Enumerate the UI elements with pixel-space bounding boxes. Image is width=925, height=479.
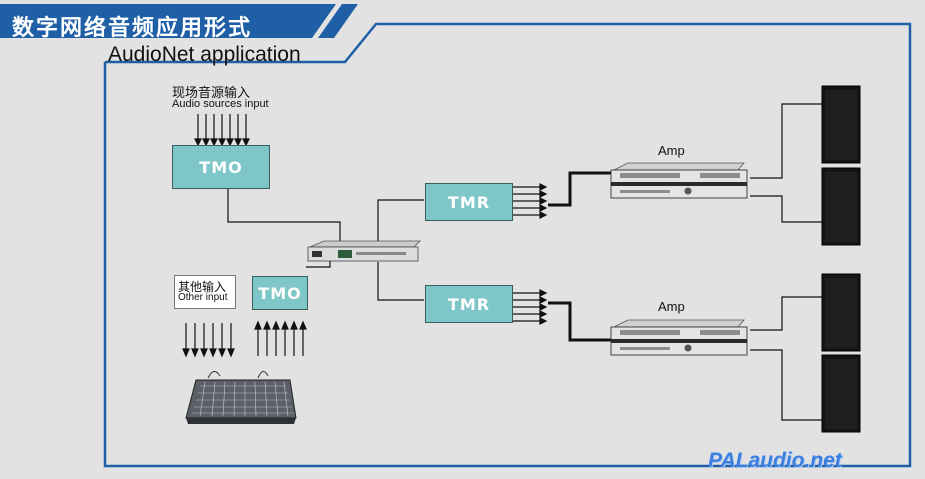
tmr-bottom-output-arrows — [512, 289, 548, 325]
tmo-up-arrows — [254, 320, 307, 356]
audio-sources-label-en: Audio sources input — [172, 98, 269, 110]
watermark-text: PALaudio.net — [708, 449, 842, 472]
other-input-box — [174, 275, 236, 309]
speaker-2 — [821, 167, 861, 246]
tmo-box-bottom: TMO — [252, 276, 308, 310]
amplifier-top — [610, 162, 748, 199]
amp-label-top: Amp — [658, 143, 685, 158]
network-switch — [307, 240, 421, 262]
speaker-3 — [821, 273, 861, 352]
amplifier-bottom — [610, 319, 748, 356]
audio-source-arrows — [194, 114, 250, 147]
mixing-console — [185, 371, 297, 424]
tmr-box-top: TMR — [425, 183, 513, 221]
amp-cables — [548, 171, 612, 342]
tmr-top-output-arrows — [512, 183, 548, 219]
speaker-lines — [750, 103, 822, 421]
amp-label-bottom: Amp — [658, 299, 685, 314]
audio-sources-label-cn: 现场音源输入 — [172, 86, 251, 101]
page-title-en: AudioNet application — [108, 43, 301, 66]
tmo-box-top: TMO — [172, 145, 270, 189]
other-input-label-cn: 其他输入 — [178, 280, 227, 294]
tmr-box-bottom: TMR — [425, 285, 513, 323]
page-title-cn: 数字网络音频应用形式 — [12, 16, 253, 41]
title-banner — [0, 4, 358, 38]
other-input-label-en: Other input — [178, 292, 228, 303]
speaker-1 — [821, 85, 861, 164]
speaker-4 — [821, 354, 861, 433]
outer-frame — [103, 22, 912, 468]
other-input-down-arrows — [182, 323, 235, 358]
